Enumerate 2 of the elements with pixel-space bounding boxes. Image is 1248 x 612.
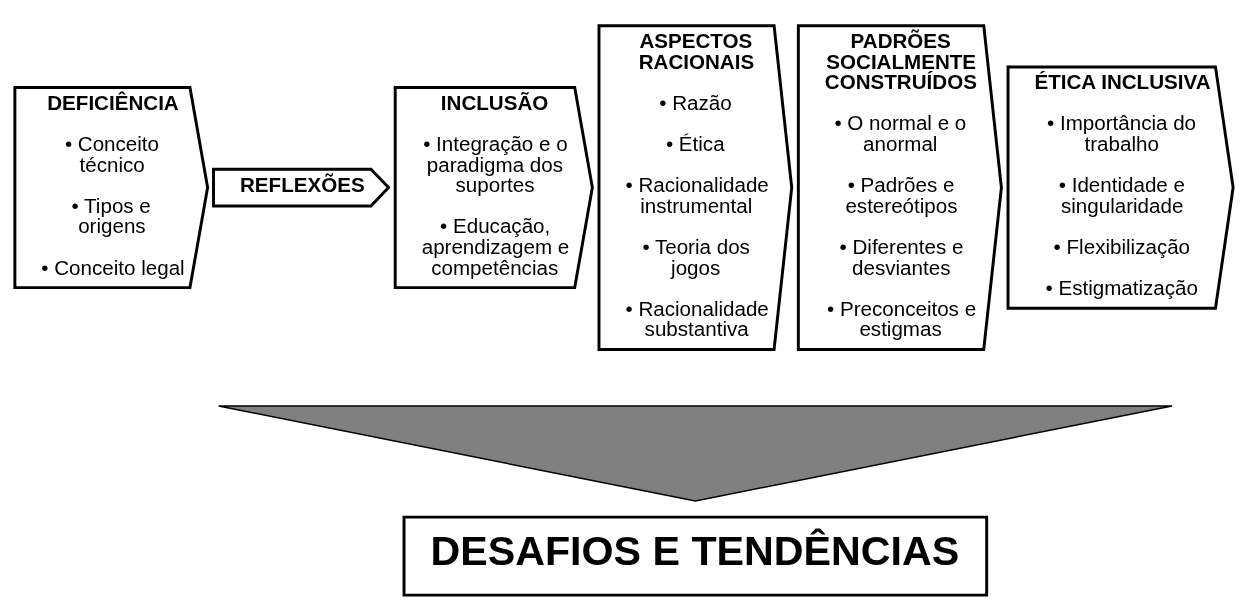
node-triangle bbox=[217, 405, 1173, 502]
node-box: DESAFIOS E TENDÊNCIAS bbox=[402, 515, 989, 597]
